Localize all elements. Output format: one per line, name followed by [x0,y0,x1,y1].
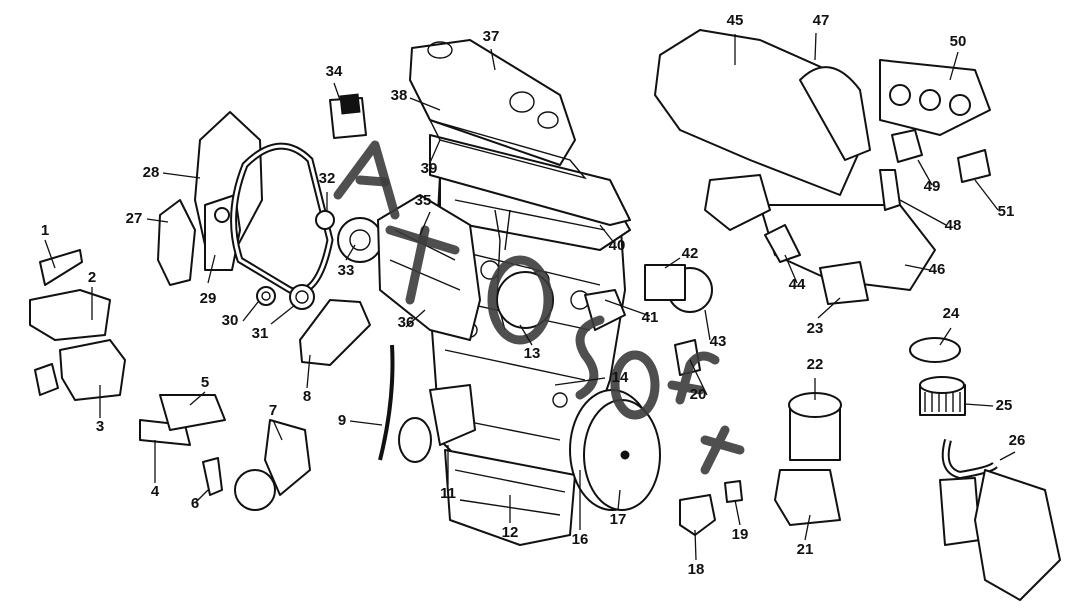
callout-39: 39 [420,160,438,177]
crankshaft-seal-plate [299,299,371,366]
exhaust-manifold-gasket [819,261,869,305]
engine-mount-bracket-upper [39,249,83,286]
callout-11: 11 [440,485,456,502]
callout-22: 22 [806,356,824,373]
callout-30: 30 [221,312,239,329]
temperature-sender [724,480,743,503]
callout-24: 24 [942,305,960,322]
injector-pump [496,271,554,329]
guide-roller [315,210,335,230]
engine-mount-bracket [29,289,111,341]
callout-46: 46 [928,261,946,278]
callout-31: 31 [251,325,269,342]
breather-hose [941,438,998,480]
callout-34: 34 [325,63,343,80]
callout-17: 17 [609,511,627,528]
watermark [333,140,745,475]
oil-filter-housing [398,384,476,463]
water-pump [234,419,311,511]
callout-25: 25 [995,397,1013,414]
callout-9: 9 [337,412,347,429]
callout-40: 40 [608,237,626,254]
callout-2: 2 [87,269,97,286]
callout-51: 51 [997,203,1015,220]
callout-48: 48 [944,217,962,234]
exhaust-pipe [879,59,991,136]
callout-42: 42 [681,245,699,262]
callout-23: 23 [806,320,824,337]
egr-gasket [764,224,801,263]
coolant-housing [159,394,226,431]
fuel-filter-bracket [774,469,841,526]
callout-27: 27 [125,210,143,227]
callout-14: 14 [611,369,629,386]
callout-16: 16 [571,531,589,548]
callout-44: 44 [788,276,806,293]
callout-49: 49 [923,178,941,195]
valve-cover [409,39,576,166]
callout-32: 32 [318,170,336,187]
callout-41: 41 [641,309,659,326]
callout-36: 36 [397,314,415,331]
fuel-filter [788,392,842,461]
callout-43: 43 [709,333,727,350]
valve-cover-gasket [428,118,587,180]
callout-1: 1 [40,222,50,239]
oil-filter-element [919,376,966,416]
engine-mount-support [59,339,126,401]
callout-28: 28 [142,164,160,181]
callout-50: 50 [949,33,967,50]
oil-filler-cap [329,93,367,139]
rubber-mount [34,363,59,396]
camshaft-sprocket [337,217,383,263]
water-pump-pipe [202,457,223,496]
thermostat-housing [679,494,716,536]
callout-29: 29 [199,290,217,307]
exhaust-flange-gasket [957,149,991,183]
callout-3: 3 [95,418,105,435]
callout-26: 26 [1008,432,1026,449]
idler-pulley [256,286,276,306]
crankshaft-pulley [569,389,661,511]
egr-valve [644,264,713,313]
callout-35: 35 [414,192,432,209]
callout-33: 33 [337,262,355,279]
oil-separator [939,477,981,546]
intake-runners [799,66,871,161]
callout-21: 21 [796,541,814,558]
callout-19: 19 [731,526,749,543]
timing-belt-cover-lower [157,199,196,286]
callout-37: 37 [482,28,500,45]
egr-pipe [704,174,771,231]
callout-7: 7 [268,402,278,419]
callout-18: 18 [687,561,705,578]
callout-13: 13 [523,345,541,362]
callout-5: 5 [200,374,210,391]
tensioner-pulley [289,284,315,310]
callout-8: 8 [302,388,312,405]
egr-tube [879,169,901,211]
callout-4: 4 [150,483,160,500]
filter-cover [909,337,961,363]
callout-12: 12 [501,524,519,541]
callout-47: 47 [812,12,830,29]
callout-6: 6 [190,495,200,512]
turbocharger [974,469,1061,601]
callout-45: 45 [726,12,744,29]
dipstick-tube [378,344,395,461]
callout-38: 38 [390,87,408,104]
leader-lines [44,32,1016,561]
manifold-gasket [891,129,923,163]
intake-manifold [654,29,861,196]
callout-20: 20 [689,386,707,403]
